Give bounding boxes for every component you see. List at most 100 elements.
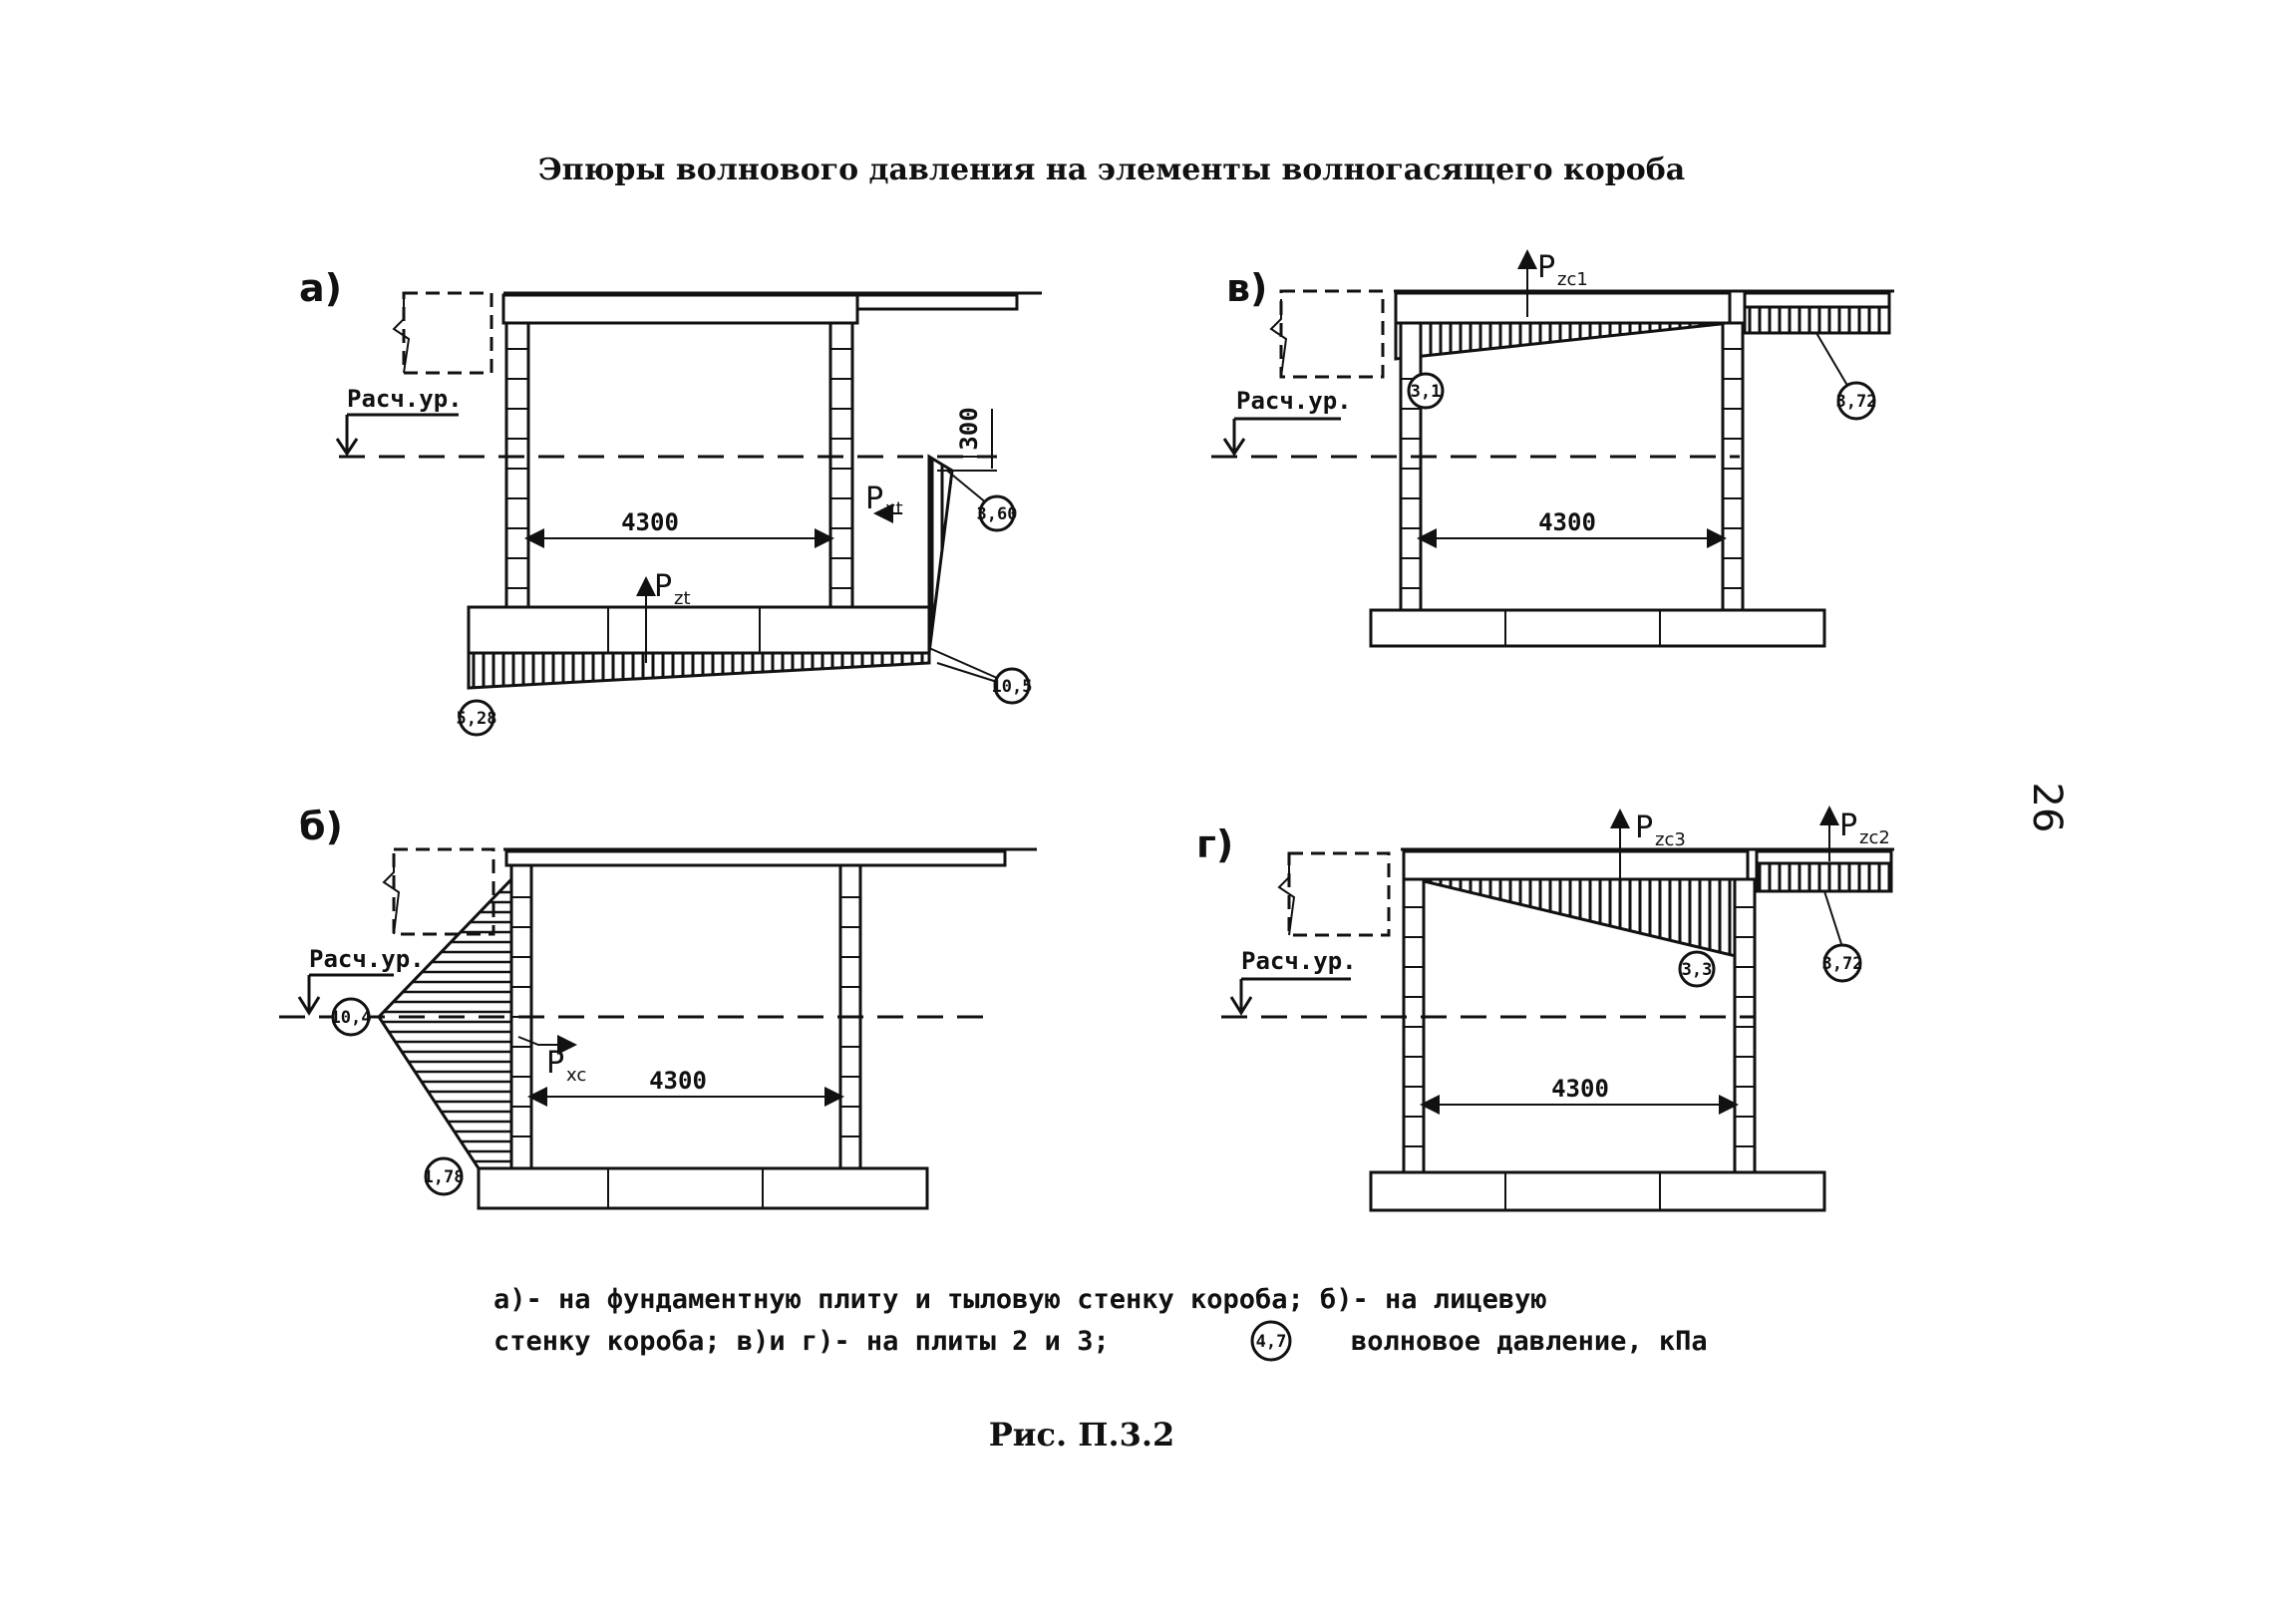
panel-b-pxc-main: P [546, 1046, 564, 1081]
panel-v-right-wall-joints [1723, 348, 1743, 589]
panel-g-level-arrow [1229, 977, 1351, 1016]
panel-b-value-peak: 10,4 [331, 1008, 372, 1028]
panel-v-pzc1-sub: zc1 [1557, 269, 1588, 290]
panel-b-front-wall-pressure-diagram [377, 875, 513, 1170]
panel-a: а) Pасч.ур. 4300 P zt P [299, 266, 1042, 737]
panel-a-value-circle-bottom-left [458, 699, 495, 737]
panel-b-level-arrow [297, 973, 394, 1016]
panel-v-right-wall [1721, 321, 1745, 612]
panel-v-value-right: 3,72 [1836, 392, 1877, 412]
panel-g-value-circle-right [1822, 943, 1862, 983]
panel-g-dashed-box [1287, 851, 1391, 937]
caption-legend-circle [1250, 1320, 1292, 1362]
panel-a-dim-300: 300 [955, 407, 983, 450]
panel-b-value-bottom: 1,78 [424, 1167, 465, 1187]
caption-line-2-part-b: волновое давление, кПа [1351, 1326, 1708, 1357]
panel-v-level-arrow [1222, 417, 1341, 457]
panel-b-foundation-slab [477, 1166, 929, 1210]
panel-v-leader-right [1815, 332, 1850, 390]
panel-v-foundation-slab [1369, 608, 1826, 648]
panel-b-dashed-box [392, 847, 495, 936]
panel-g-value-left: 3,3 [1682, 960, 1713, 980]
panel-a-span-label: 4300 [621, 508, 679, 536]
panel-a-left-wall [504, 321, 530, 609]
panel-a-break-mark [392, 299, 411, 374]
panel-v-left-wall-joints [1401, 378, 1421, 589]
caption-line-2-part-a: стенку короба; в)и г)- на плиты 2 и 3; [493, 1326, 1110, 1357]
panel-v-label: в) [1226, 266, 1267, 310]
panel-g-value-circle-left [1678, 950, 1716, 988]
panel-a-pxt-sub: xt [885, 498, 903, 519]
caption: а)- на фундаментную плиту и тыловую стен… [493, 1284, 1708, 1362]
panel-a-label: а) [299, 266, 342, 310]
panel-a-value-top-right: 3,60 [977, 504, 1018, 524]
panel-g-value-right: 3,72 [1822, 954, 1863, 974]
panel-a-top-slab-right [855, 293, 1019, 311]
panel-b-pxc-arrow [517, 1035, 577, 1055]
panel-g-level-label: Pасч.ур. [1241, 947, 1357, 975]
panel-v-slab-pressure-diagram [1394, 321, 1731, 361]
panel-v-dashed-box [1279, 289, 1385, 379]
panel-a-value-circle-bottom-right [993, 667, 1031, 705]
panel-g-label: г) [1196, 822, 1233, 866]
panel-a-bottom-pressure-diagram [467, 651, 931, 690]
panel-a-wall-pressure-diagram [927, 454, 954, 654]
panel-g-foundation-slab [1369, 1170, 1826, 1212]
panel-v-span-label: 4300 [1538, 508, 1596, 536]
panel-g-pzc3-main: P [1635, 810, 1653, 845]
panel-a-left-wall-joints [506, 348, 528, 589]
panel-a-value-bottom-left: 5,28 [457, 709, 497, 729]
panel-b-span-label: 4300 [649, 1067, 707, 1095]
panel-v-left-wall [1399, 321, 1423, 612]
panel-v-value-left: 3,1 [1411, 382, 1442, 402]
panel-b-top-slab [504, 849, 1007, 867]
panel-v-top-slab [1394, 291, 1732, 325]
panel-b: б) Pасч.ур. P xc 4300 10,4 1,78 [279, 805, 1037, 1210]
panel-a-level-label: Pасч.ур. [347, 385, 463, 413]
panel-v-level-label: Pасч.ур. [1236, 387, 1352, 415]
panel-a-right-wall-joints [830, 348, 852, 589]
figure-label: Рис. П.3.2 [989, 1416, 1175, 1454]
panel-b-value-circle-peak [331, 997, 371, 1037]
panel-a-pxt-main: P [865, 482, 883, 516]
panel-a-top-slab [501, 293, 859, 325]
panel-v-value-circle-left [1407, 372, 1445, 410]
panel-a-value-circle-top-right [978, 494, 1016, 532]
panel-g-slab-pressure-diagram [1415, 877, 1742, 959]
panel-g-leader-right [1823, 890, 1843, 948]
caption-line-1: а)- на фундаментную плиту и тыловую стен… [493, 1284, 1547, 1315]
panel-v-right-slab [1743, 291, 1891, 309]
panel-g-top-slab [1402, 849, 1750, 881]
panel-a-leader-bottom-right-1 [928, 647, 998, 679]
panel-a-dashed-box [402, 291, 493, 375]
panel-b-level-label: Pасч.ур. [309, 945, 425, 973]
panel-g-right-wall-joints [1735, 906, 1755, 1147]
panel-b-break-mark [382, 857, 401, 935]
panel-g-pzc2-sub: zc2 [1859, 827, 1890, 848]
page-title: Эпюры волнового давления на элементы вол… [538, 153, 1685, 187]
panel-g-left-wall-joints [1404, 906, 1424, 1147]
panel-v-value-circle-right [1836, 381, 1876, 421]
panel-v-right-pressure-diagram [1743, 305, 1891, 335]
panel-g-right-pressure-diagram [1755, 861, 1893, 893]
caption-legend-value: 4,7 [1256, 1332, 1287, 1352]
panel-a-level-arrow [335, 413, 459, 457]
panel-g-pzc3-sub: zc3 [1655, 829, 1686, 850]
panel-a-right-wall [828, 321, 854, 609]
panel-a-value-bottom-right: 10,5 [992, 677, 1033, 697]
panel-v: в) Pасч.ур. 4300 P zc1 3,1 3,72 [1211, 249, 1894, 648]
panel-b-pxc-sub: xc [566, 1065, 586, 1086]
panel-b-label: б) [299, 805, 343, 848]
panel-a-leader-top-right [946, 470, 988, 504]
panel-a-pzt-main: P [654, 569, 672, 604]
panel-a-foundation-slab [467, 605, 931, 655]
page-number: 26 [2024, 783, 2070, 833]
panel-v-pzc1-main: P [1537, 250, 1555, 285]
panel-g: г) Pасч.ур. 4300 P zc3 P zc2 3,3 [1196, 806, 1894, 1212]
panel-b-value-circle-bottom [424, 1156, 464, 1196]
panel-a-pzt-sub: zt [674, 588, 691, 609]
panel-a-leader-bottom-right-2 [936, 662, 998, 683]
panel-v-break-mark [1269, 299, 1288, 378]
panel-g-span-label: 4300 [1551, 1075, 1609, 1103]
